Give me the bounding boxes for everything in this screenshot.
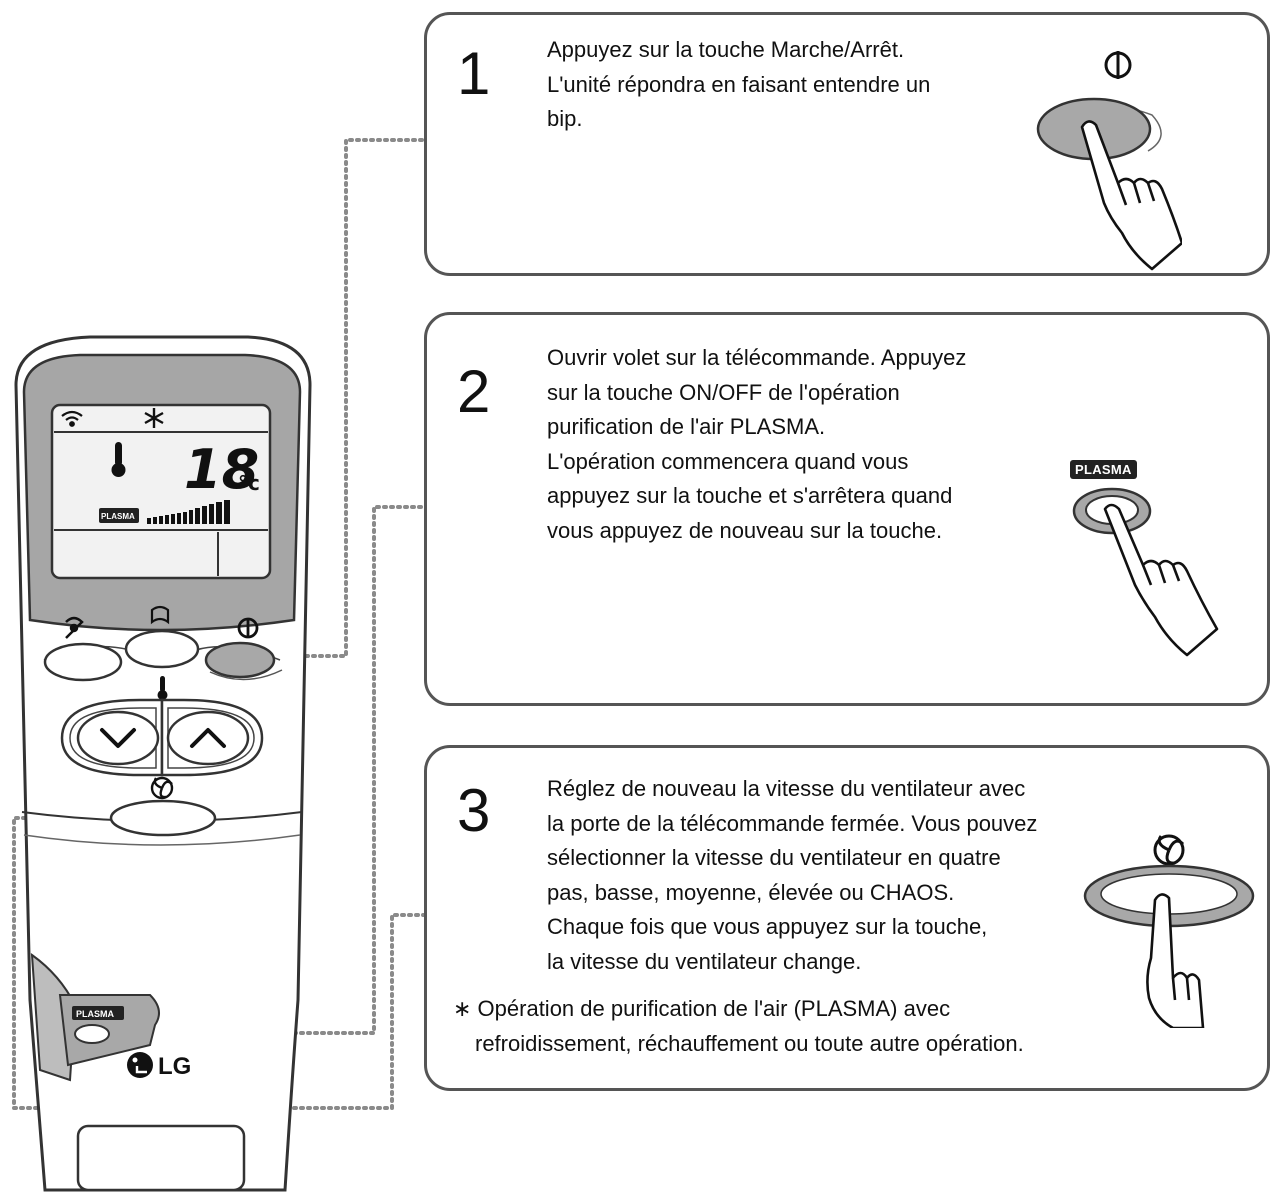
thermometer-icon	[111, 442, 126, 477]
fan-speed-bars	[147, 500, 230, 524]
swing-button[interactable]	[124, 629, 200, 669]
power-icon	[1104, 51, 1132, 79]
step-3-line: la vitesse du ventilateur change.	[547, 948, 862, 974]
snowflake-icon	[144, 408, 164, 428]
power-button-remote[interactable]	[204, 641, 276, 679]
lcd-screen	[50, 403, 272, 580]
plasma-button-remote[interactable]	[74, 1024, 110, 1044]
step-2-text: Ouvrir volet sur la télécommande. Appuye…	[547, 341, 966, 548]
step-1-text: Appuyez sur la touche Marche/Arrêt. L'un…	[547, 33, 930, 137]
fan-icon	[150, 776, 174, 800]
step-2-line: L'opération commencera quand vous	[547, 448, 909, 474]
brand-name: LG	[158, 1053, 191, 1080]
step-1-number: 1	[457, 40, 491, 107]
temperature-down-button[interactable]	[76, 710, 160, 766]
step-3-panel: 3 Réglez de nouveau la vitesse du ventil…	[424, 745, 1270, 1091]
thermometer-small-icon	[157, 676, 168, 700]
step-2-line: appuyez sur la touche et s'arrêtera quan…	[547, 483, 953, 508]
chevron-up-icon	[190, 728, 226, 748]
lcd-temperature-unit: °c	[238, 471, 260, 495]
fan-icon	[1153, 834, 1185, 866]
step-3-line: pas, basse, moyenne, élevée ou CHAOS.	[547, 879, 955, 905]
note-line: ∗ Opération de purification de l'air (PL…	[453, 996, 951, 1021]
note-line: refroidissement, réchauffement ou toute …	[475, 1031, 1024, 1056]
fan-speed-button-remote[interactable]	[109, 799, 217, 837]
step-2-line: Ouvrir volet sur la télécommande. Appuye…	[547, 345, 967, 370]
step-3-note: ∗ Opération de purification de l'air (PL…	[453, 991, 1024, 1061]
step-3-line: Réglez de nouveau la vitesse du ventilat…	[547, 776, 1026, 801]
power-icon	[237, 617, 259, 639]
pointing-hand-icon	[1080, 120, 1182, 271]
step-2-line: sur la touche ON/OFF de l'opération	[547, 379, 900, 405]
step-1-line: bip.	[547, 106, 583, 131]
temperature-up-button[interactable]	[166, 710, 250, 766]
mode-button[interactable]	[43, 642, 123, 682]
step-3-line: la porte de la télécommande fermée. Vous…	[547, 810, 1038, 836]
step-3-illustration	[1083, 834, 1255, 1028]
lg-logo: LG	[127, 1052, 191, 1080]
step-2-line: vous appuyez de nouveau sur la touche.	[547, 517, 943, 543]
lcd-plasma-label: PLASMA	[101, 512, 135, 521]
step-2-number: 2	[457, 358, 491, 425]
step-3-number: 3	[457, 777, 491, 844]
step-3-text: Réglez de nouveau la vitesse du ventilat…	[547, 772, 1037, 979]
mode-icon	[65, 616, 84, 639]
signal-icon	[61, 410, 83, 427]
pointing-hand-icon	[1146, 893, 1205, 1028]
step-2-line: purification de l'air PLASMA.	[547, 414, 826, 439]
chevron-down-icon	[100, 728, 136, 748]
remote-flap: PLASMA	[30, 952, 160, 1082]
step-2-panel: 2 Ouvrir volet sur la télécommande. Appu…	[424, 312, 1270, 706]
remote-plasma-label: PLASMA	[76, 1009, 115, 1019]
step-2-illustration	[1072, 487, 1219, 657]
lcd-temperature: 18	[184, 438, 259, 501]
step-3-line: Chaque fois que vous appuyez sur la touc…	[547, 914, 988, 939]
step-1-panel: 1 Appuyez sur la touche Marche/Arrêt. L'…	[424, 12, 1270, 276]
step-1-line: L'unité répondra en faisant entendre un	[547, 71, 931, 97]
step-3-line: sélectionner la vitesse du ventilateur e…	[547, 845, 1001, 870]
swing-icon	[150, 605, 170, 625]
step-1-line: Appuyez sur la touche Marche/Arrêt.	[547, 37, 905, 62]
step-1-illustration	[1036, 51, 1182, 271]
plasma-badge: PLASMA	[1070, 460, 1137, 479]
pointing-hand-icon	[1103, 503, 1219, 657]
